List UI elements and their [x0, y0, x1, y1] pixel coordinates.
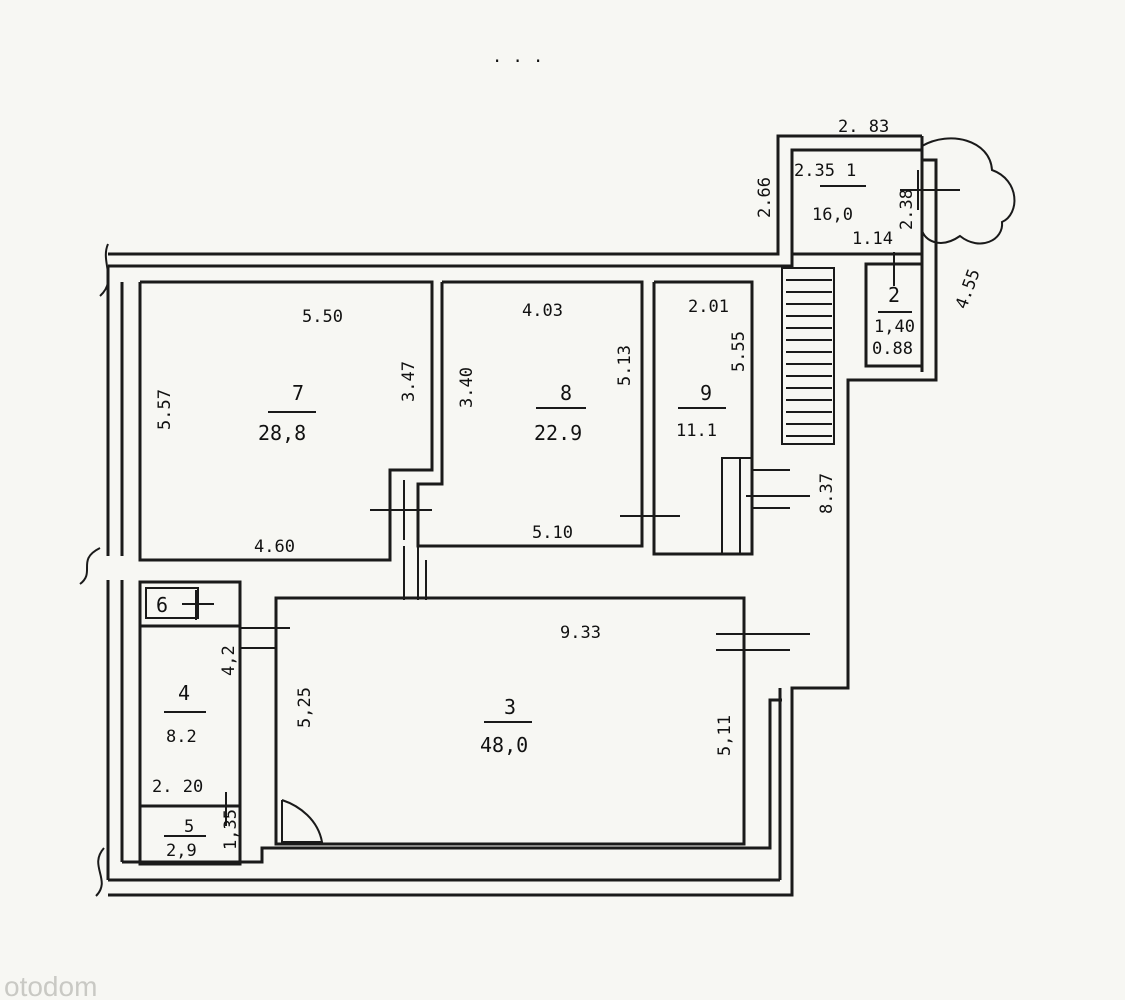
room-7	[138, 280, 434, 562]
room-5-dim: 1,35	[221, 809, 241, 850]
room-7-dim-bottom: 4.60	[254, 537, 295, 557]
room-2-dim: 0.88	[872, 339, 913, 359]
room-8-dim-bottom: 5.10	[532, 523, 573, 543]
room-1-dim-door: 1.14	[852, 229, 893, 249]
room-7-dim-right: 3.47	[399, 361, 419, 402]
room-5-area: 2,9	[166, 841, 197, 861]
room-5-number: 5	[184, 817, 194, 837]
scan-dots: . . .	[492, 47, 543, 67]
stair-block-height: 2.66	[755, 177, 775, 218]
room-7-area: 28,8	[258, 421, 306, 445]
room-9	[652, 280, 810, 556]
room-2-area: 1,40	[874, 317, 915, 337]
room-6-number: 6	[156, 593, 168, 617]
room-1-number: 1	[846, 161, 856, 181]
outer-top-width: 2. 83	[838, 117, 889, 137]
room-8	[403, 280, 680, 600]
room-1-dim-width: 2.35	[794, 161, 835, 181]
room-4-area: 8.2	[166, 727, 197, 747]
room-4-dim-height: 4,2	[219, 645, 239, 676]
room-3-dim-width: 9.33	[560, 623, 601, 643]
room-9-number: 9	[700, 381, 712, 405]
staircase	[752, 267, 835, 509]
room-9-area: 11.1	[676, 421, 717, 441]
room-9-dim-height: 5.55	[729, 331, 749, 372]
room-6	[138, 580, 242, 628]
room-1	[790, 137, 1016, 256]
outer-walls	[79, 134, 938, 897]
room-8-dim-right: 5.13	[615, 345, 635, 386]
room-3-dim-left: 5,25	[295, 687, 315, 728]
room-1-dim-side: 2.38	[897, 189, 917, 230]
room-3-dim-right: 5,11	[715, 715, 735, 756]
room-3-number: 3	[504, 695, 516, 719]
room-1-area: 16,0	[812, 205, 853, 225]
room-7-number: 7	[292, 381, 304, 405]
room-4-number: 4	[178, 681, 190, 705]
room-5	[138, 792, 242, 866]
room-9-dim-width: 2.01	[688, 297, 729, 317]
room-8-number: 8	[560, 381, 572, 405]
room-7-dim-width: 5.50	[302, 307, 343, 327]
outer-side-dim: 4.55	[952, 266, 985, 311]
room-4-dim-width: 2. 20	[152, 777, 203, 797]
room-3	[240, 596, 810, 846]
room-8-dim-width: 4.03	[522, 301, 563, 321]
tree-icon	[921, 137, 1016, 245]
room-8-dim-left: 3.40	[457, 367, 477, 408]
room-7-dim-height: 5.57	[155, 389, 175, 430]
corridor-length: 8.37	[817, 473, 837, 514]
watermark: otodom	[4, 971, 97, 1000]
room-2-number: 2	[888, 283, 900, 307]
room-3-area: 48,0	[480, 733, 528, 757]
room-2	[864, 252, 924, 368]
room-8-area: 22.9	[534, 421, 582, 445]
